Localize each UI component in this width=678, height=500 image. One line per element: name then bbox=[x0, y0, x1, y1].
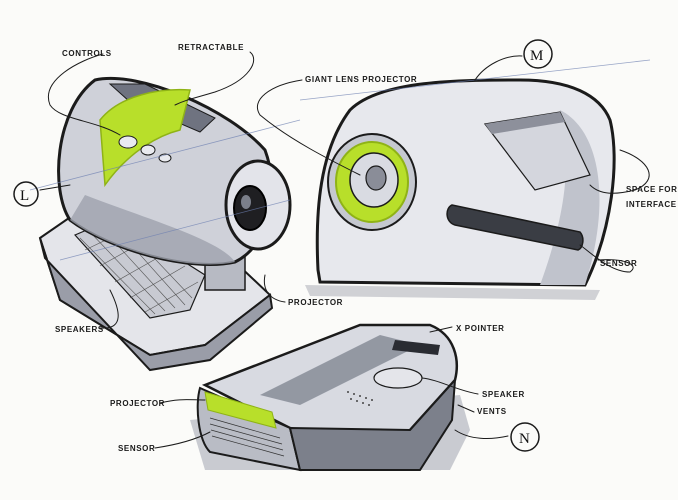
leader-retractable bbox=[174, 51, 255, 106]
label-sensor-m: SENSOR bbox=[600, 259, 637, 268]
leader-controls bbox=[47, 53, 121, 136]
label-retractable: RETRACTABLE bbox=[178, 43, 244, 52]
construct-line bbox=[59, 199, 291, 261]
label-controls: CONTROLS bbox=[62, 49, 112, 58]
top-slot-shade-m bbox=[485, 112, 565, 134]
pointer-slot-n bbox=[392, 340, 440, 355]
leader-vents bbox=[457, 404, 475, 413]
label-interface: INTERFACE bbox=[626, 200, 677, 209]
leader-projector-l bbox=[263, 274, 286, 303]
sketch-m bbox=[299, 59, 651, 300]
badge-l-text: L bbox=[20, 188, 29, 204]
stand-l-front bbox=[39, 237, 274, 372]
leader-badge-m bbox=[474, 55, 523, 81]
sensor-strip-m bbox=[446, 204, 584, 251]
leader-speaker-n bbox=[421, 377, 479, 395]
badge-m: M bbox=[523, 39, 553, 69]
label-giant-lens-projector: GIANT LENS PROJECTOR bbox=[305, 75, 417, 84]
shadow-m bbox=[305, 285, 600, 300]
label-vents: VENTS bbox=[477, 407, 507, 416]
leader-badge-n bbox=[454, 429, 509, 439]
side-n bbox=[288, 377, 457, 471]
label-speaker-n: SPEAKER bbox=[482, 390, 525, 399]
badge-n-text: N bbox=[519, 431, 530, 447]
label-speakers: SPEAKERS bbox=[55, 325, 104, 334]
ridge-n bbox=[260, 335, 420, 405]
badges: L M N bbox=[13, 39, 553, 452]
vents-n bbox=[347, 391, 373, 406]
labels: CONTROLS RETRACTABLE GIANT LENS PROJECTO… bbox=[55, 43, 677, 453]
projector-window-n bbox=[204, 391, 277, 429]
lens-highlight-l bbox=[241, 195, 251, 209]
leader-projector-n bbox=[159, 399, 206, 404]
construct-line bbox=[29, 119, 301, 191]
leader-interface bbox=[589, 149, 650, 194]
cylinder-shadow-l bbox=[70, 195, 235, 265]
leader-lines bbox=[39, 51, 650, 449]
controls-l bbox=[118, 135, 172, 163]
giant-lens-core-m bbox=[365, 165, 387, 191]
leader-giant-lens bbox=[257, 79, 361, 176]
label-x-pointer: X POINTER bbox=[456, 324, 505, 333]
leader-xpointer bbox=[429, 326, 453, 333]
label-space-for: SPACE FOR bbox=[626, 185, 677, 194]
leader-badge-l bbox=[39, 184, 71, 191]
badge-n: N bbox=[510, 422, 540, 452]
label-projector-l: PROJECTOR bbox=[288, 298, 343, 307]
label-sensor-n: SENSOR bbox=[118, 444, 155, 453]
label-projector-n: PROJECTOR bbox=[110, 399, 165, 408]
badge-l: L bbox=[13, 181, 39, 207]
leader-sensor-n bbox=[154, 431, 211, 449]
sketch-n bbox=[190, 323, 470, 472]
sketch-l bbox=[29, 77, 301, 372]
speaker-n bbox=[373, 367, 423, 389]
retractable-panel-l bbox=[99, 88, 191, 188]
badge-m-text: M bbox=[530, 48, 543, 64]
sensor-grille-n bbox=[209, 417, 285, 457]
lens-l bbox=[233, 185, 267, 231]
leader-speakers bbox=[99, 289, 119, 329]
leader-sensor-m bbox=[579, 244, 634, 273]
